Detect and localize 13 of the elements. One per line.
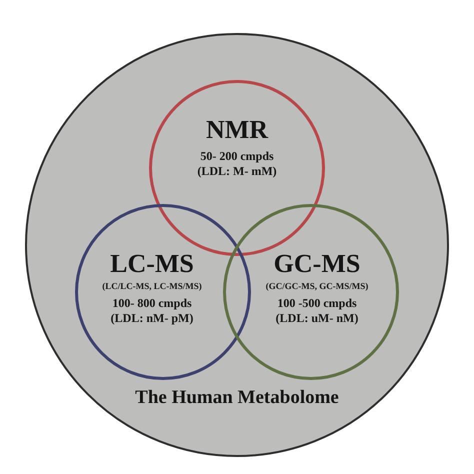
set-title: NMR	[206, 116, 268, 145]
outer-circle	[25, 33, 449, 457]
set-subtitle: (LC/LC-MS, LC-MS/MS)	[102, 280, 202, 292]
venn-circle	[223, 204, 399, 380]
set-subtitle: (GC/GC-MS, GC-MS/MS)	[266, 280, 368, 292]
set-label: The Human Metabolome	[135, 387, 339, 410]
venn-circle	[75, 204, 251, 380]
set-note: 100- 800 cmpds (LDL: nM- pM)	[110, 296, 194, 326]
set-title: LC-MS	[110, 250, 194, 279]
venn-circle	[149, 80, 325, 256]
set-title: GC-MS	[274, 250, 360, 279]
set-note: 50- 200 cmpds (LDL: M- mM)	[196, 148, 278, 179]
set-note: 100 -500 cmpds (LDL: uM- nM)	[274, 296, 360, 326]
